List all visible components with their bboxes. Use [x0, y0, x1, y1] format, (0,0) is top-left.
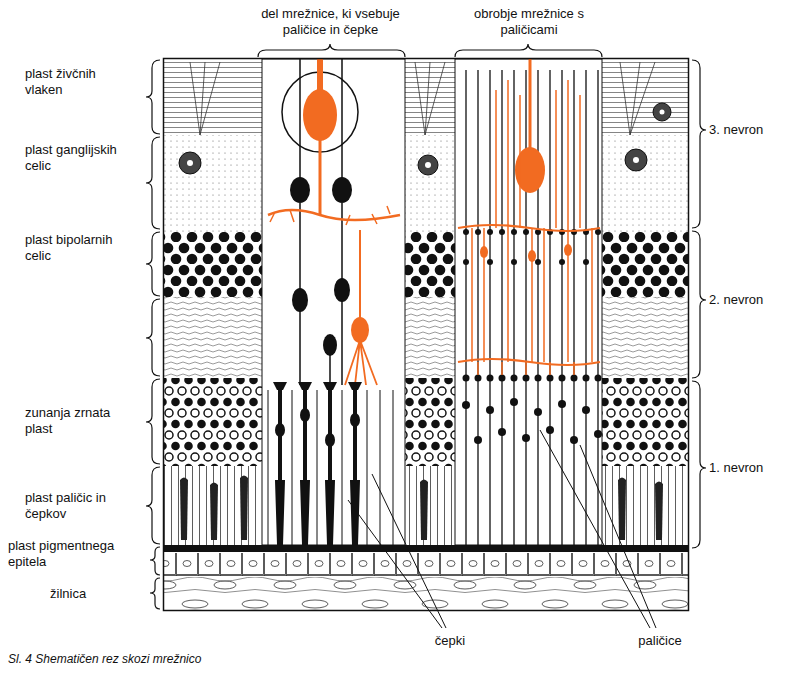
pointer-label: paličice — [620, 633, 700, 649]
region-heading: del mrežnice, ki vsebuje paličice in čep… — [243, 6, 418, 37]
layer-label: zunanja zrnata plast — [25, 405, 125, 436]
pointer-label: čepki — [420, 633, 480, 649]
region-heading: obrobje mrežnice s paličicami — [453, 6, 605, 37]
layer-label: plast ganglijskih celic — [25, 142, 137, 173]
neuron-label: 1. nevron — [709, 460, 794, 476]
figure-caption: Sl. 4 Shematičen rez skozi mrežnico — [8, 652, 408, 666]
layer-label: plast živčnih vlaken — [25, 66, 125, 97]
layer-label: plast paličic in čepkov — [25, 490, 137, 521]
neuron-label: 3. nevron — [709, 122, 794, 138]
layer-label: plast bipolarnih celic — [25, 232, 133, 263]
neuron-label: 2. nevron — [709, 292, 794, 308]
layer-label: plast pigmentnega epitela — [8, 538, 144, 569]
layer-label: žilnica — [50, 586, 140, 602]
